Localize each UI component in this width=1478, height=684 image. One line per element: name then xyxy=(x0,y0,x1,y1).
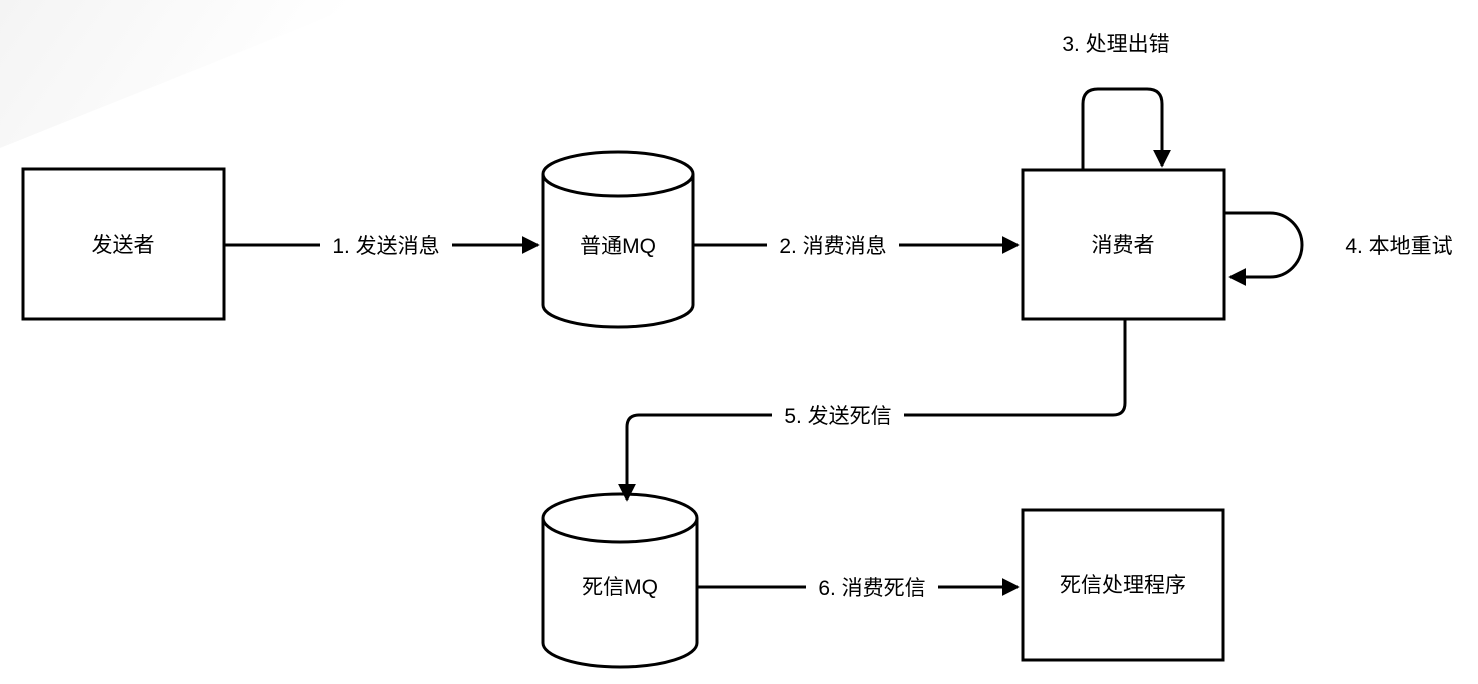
dead-letter-mq-label: 死信MQ xyxy=(582,576,658,599)
dead-letter-handler-box xyxy=(1021,508,1225,662)
edge-label-process-error: 3. 处理出错 xyxy=(1062,33,1169,56)
edge-label-send-dead-letter: 5. 发送死信 xyxy=(784,405,891,428)
edge-process-error-loop xyxy=(1081,87,1171,170)
edge-label-6-bg xyxy=(806,573,938,601)
normal-mq-cylinder-top xyxy=(541,150,695,198)
edge-label-send-message: 1. 发送消息 xyxy=(332,235,439,258)
edge-label-1-bg xyxy=(320,231,452,259)
normal-mq-cylinder-body xyxy=(541,174,695,329)
edge-label-5-bg xyxy=(772,401,904,429)
consumer-label: 消费者 xyxy=(1092,234,1155,257)
edge-label-consume-message: 2. 消费消息 xyxy=(779,235,886,258)
dead-letter-mq-cylinder-top xyxy=(541,492,699,544)
dead-letter-handler-label: 死信处理程序 xyxy=(1060,574,1186,597)
edge-label-2-bg xyxy=(767,231,899,259)
edge-label-local-retry: 4. 本地重试 xyxy=(1345,235,1452,258)
normal-mq-label: 普通MQ xyxy=(580,235,656,258)
edge-local-retry-loop xyxy=(1224,211,1304,286)
sender-label: 发送者 xyxy=(92,234,155,257)
consumer-box xyxy=(1021,168,1226,321)
sender-box xyxy=(21,167,226,321)
dead-letter-mq-cylinder-body xyxy=(541,518,699,669)
edge-label-consume-dead-letter: 6. 消费死信 xyxy=(818,577,925,600)
